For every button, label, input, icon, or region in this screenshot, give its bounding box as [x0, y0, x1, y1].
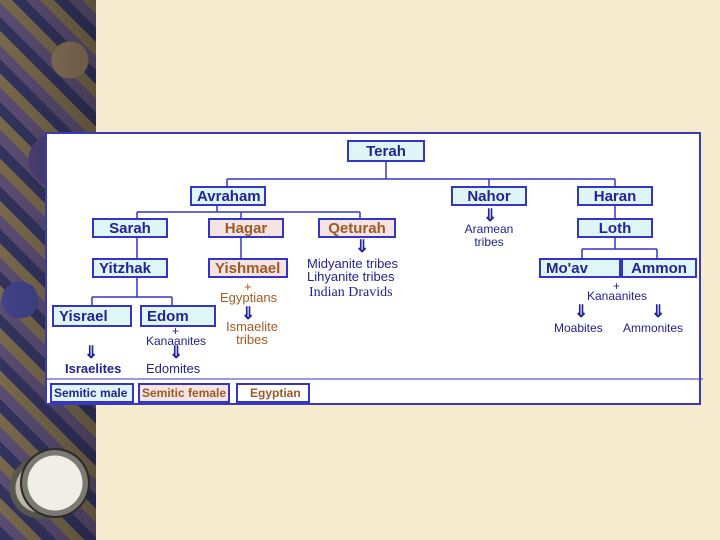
arrow-down-icon: ⇓	[241, 304, 256, 323]
plus-sign: +	[244, 279, 252, 294]
label-moabites: Moabites	[554, 321, 603, 335]
arrow-down-icon: ⇓	[483, 206, 498, 225]
node-yitzhak: Yitzhak	[92, 258, 168, 278]
arrow-down-icon: ⇓	[169, 343, 184, 362]
arrow-down-icon: ⇓	[84, 343, 99, 362]
node-avraham: Avraham	[190, 186, 266, 206]
node-terah: Terah	[347, 140, 425, 162]
node-moav: Mo'av	[539, 258, 621, 278]
node-yishmael: Yishmael	[208, 258, 288, 278]
label-egyptians: Egyptians	[220, 290, 278, 305]
legend-egyptian: Egyptian	[236, 383, 310, 403]
node-qeturah: Qeturah	[318, 218, 396, 238]
label-aramean-tribes: Aramean tribes	[464, 222, 514, 249]
node-haran: Haran	[577, 186, 653, 206]
arrow-down-icon: ⇓	[651, 302, 666, 321]
node-ammon: Ammon	[621, 258, 697, 278]
node-yisrael: Yisrael	[52, 305, 132, 327]
arrow-down-icon: ⇓	[574, 302, 589, 321]
label-indian-dravids: Indian Dravids	[309, 285, 393, 300]
arrow-down-icon: ⇓	[355, 237, 370, 256]
node-hagar: Hagar	[208, 218, 284, 238]
plus-sign: +	[613, 279, 621, 293]
legend-semitic-female: Semitic female	[138, 383, 230, 403]
label-lihyanite-tribes: Lihyanite tribes	[307, 269, 395, 284]
label-israelites: Israelites	[65, 361, 122, 376]
node-edom: Edom	[140, 305, 216, 327]
connector-lines	[47, 162, 703, 380]
legend-semitic-male: Semitic male	[50, 383, 134, 403]
node-nahor: Nahor	[451, 186, 527, 206]
node-loth: Loth	[577, 218, 653, 238]
compass-icon	[20, 448, 90, 518]
label-kanaanites: Kanaanites	[146, 334, 207, 348]
label-kanaanites: Kanaanites	[587, 289, 648, 303]
plus-sign: +	[172, 324, 180, 338]
node-sarah: Sarah	[92, 218, 168, 238]
label-midyanite-tribes: Midyanite tribes	[307, 256, 399, 271]
label-ammonites: Ammonites	[623, 321, 684, 335]
label-edomites: Edomites	[146, 361, 201, 376]
label-ismaelite-tribes: Ismaelite tribes	[225, 319, 279, 347]
family-tree-diagram: Terah Avraham Nahor Haran Sarah Hagar Qe…	[45, 132, 703, 405]
